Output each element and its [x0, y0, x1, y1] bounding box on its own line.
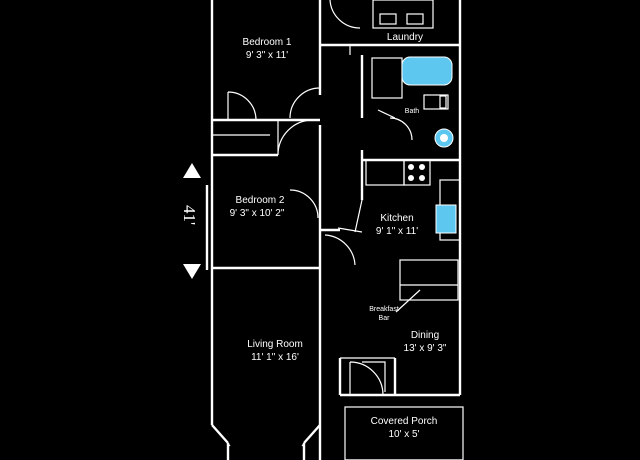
bedroom2-size: 9' 3" x 10' 2" — [230, 208, 285, 219]
kitchen-sink — [435, 204, 457, 234]
breakfast-bar-label-line2: Bar — [379, 315, 391, 322]
kitchen-fixtures — [337, 159, 461, 301]
bathtub — [401, 56, 453, 86]
covered-porch-outline — [344, 406, 464, 460]
bedroom2-name: Bedroom 2 — [236, 195, 285, 206]
bedroom1-name: Bedroom 1 — [243, 37, 292, 48]
covered-porch-name: Covered Porch — [371, 416, 438, 427]
dimension-arrow-down-icon — [183, 264, 201, 279]
exterior-walls — [205, 0, 462, 460]
laundry-name: Laundry — [387, 32, 423, 43]
kitchen-size: 9' 1" x 11' — [376, 226, 418, 237]
bath-name: Bath — [405, 108, 420, 115]
bath-fixtures — [371, 56, 454, 148]
dimension-arrow-up-icon — [183, 163, 201, 178]
laundry-appliances — [372, 0, 434, 29]
dining-size: 13' x 9' 3" — [404, 343, 447, 354]
doors — [227, 0, 413, 396]
dining-name: Dining — [411, 330, 439, 341]
overall-dimension: 41' — [180, 205, 199, 225]
breakfast-bar-label-line1: Breakfast — [369, 306, 399, 313]
living-room-size: 11' 1" x 16' — [251, 352, 299, 363]
living-room-name: Living Room — [247, 339, 303, 350]
kitchen-name: Kitchen — [380, 213, 413, 224]
covered-porch-size: 10' x 5' — [388, 429, 419, 440]
bedroom1-size: 9' 3" x 11' — [246, 50, 288, 61]
interior-walls — [212, 43, 460, 397]
